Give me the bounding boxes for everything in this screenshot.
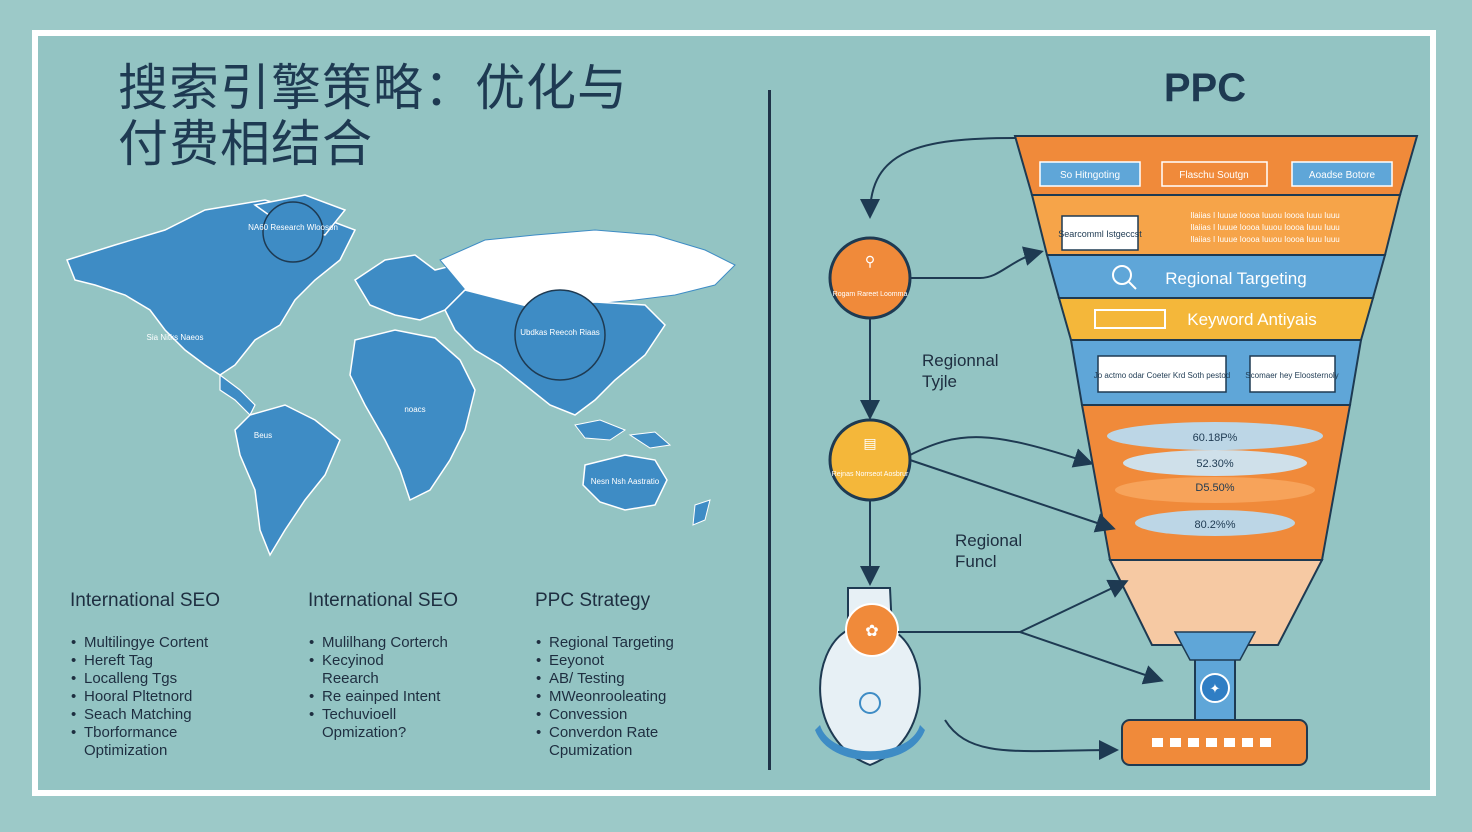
svg-text:✿: ✿ — [865, 623, 878, 640]
percent-label: D5.50% — [1195, 482, 1234, 494]
list-item: Convession — [536, 706, 765, 724]
regional-funnel-label: Regional Funcl — [955, 531, 1023, 571]
funnel-tag-label: Flaschu Soutgn — [1179, 170, 1249, 181]
list-item: Localleng Tgs — [71, 670, 300, 688]
list-item: Re eainped Intent — [309, 688, 538, 706]
regional-targeting-label: Regional Targeting — [1165, 269, 1306, 288]
list-item: Cpumization — [549, 742, 633, 759]
funnel-tag — [1291, 161, 1393, 187]
funnel-small-text: Ilaiias I Iuuue Ioooa Iuuou Ioooa Iuuu I… — [1190, 211, 1339, 220]
arrow-node2-funnel-b — [909, 459, 1116, 533]
node-label: Rogam Rareet Loomma — [833, 291, 908, 298]
funnel-small-text: Ilaiias I Iuuue Ioooa Iuuou Ioooa Iuuu I… — [1190, 223, 1339, 232]
ppc-title: PPC — [1163, 66, 1247, 110]
page-title: 搜索引擎策略：优化与付费相结合 — [118, 59, 628, 173]
arrow-top-loop — [860, 137, 1016, 219]
list-item: Optimization — [84, 742, 168, 759]
column-heading: PPC Strategy — [535, 590, 651, 611]
funnel-layer-bottom — [1108, 559, 1324, 646]
map-label: NA60 Research Wlooson — [248, 223, 338, 232]
funnel-small-text: Ilaiias I Iuuue Ioooa Iuuou Ioooa Iuuu I… — [1190, 235, 1339, 244]
svg-text:✦: ✦ — [1210, 681, 1221, 696]
map-south-america — [234, 404, 341, 557]
map-label: Nesn Nsh Aastratio — [591, 477, 660, 486]
column-international-seo-1: International SEO Multilingye Cortent He… — [70, 590, 300, 760]
node-yellow — [828, 418, 912, 502]
funnel-tag — [1039, 161, 1141, 187]
column-heading: International SEO — [70, 590, 220, 611]
percent-label: 52.30% — [1196, 458, 1234, 470]
list-item: AB/ Testing — [536, 670, 765, 688]
funnel-box-right-text: Scomaer hey Eloosternoly — [1245, 371, 1338, 380]
arrow-flask-base — [944, 719, 1119, 761]
percent-bowl — [1123, 450, 1307, 476]
node-label: Rejnas Norrseot Aosbrur — [832, 471, 909, 478]
percent-label: 60.18P% — [1193, 432, 1238, 444]
regional-type-label: Regionnal Tyjle — [922, 351, 999, 391]
funnel-box-left — [1097, 355, 1227, 393]
map-callout-asia — [514, 289, 606, 381]
list-item: Regional Targeting — [536, 634, 765, 652]
magnifier-icon — [1112, 265, 1132, 285]
map-label: Sia Nitks Naeos — [147, 333, 204, 342]
map-label: Ubdkas Reecoh Riaas — [520, 328, 600, 337]
keyword-bar-icon — [1094, 309, 1166, 329]
list-item: Seach Matching — [71, 706, 300, 724]
world-map: NA60 Research Wlooson Sia Nitks Naeos Ub… — [66, 194, 736, 557]
node-icon: ⚲ — [865, 253, 875, 269]
vertical-divider — [768, 90, 771, 770]
list-item: Kecyinod — [309, 652, 538, 670]
arrow-node2-funnel-a — [909, 436, 1094, 468]
node-icon: ▤ — [863, 435, 876, 451]
list-item: MWeonrooleating — [536, 688, 765, 706]
list-item: Multilingye Cortent — [71, 634, 300, 652]
column-heading: International SEO — [308, 590, 458, 611]
funnel-box-left-text: Jo actmo odar Coeter Krd Soth pestod — [1094, 371, 1231, 380]
list-item: Mulilhang Corterch — [309, 634, 538, 652]
node-orange — [828, 236, 912, 320]
list-item: Reearch — [322, 670, 379, 687]
percent-label: 80.2%% — [1195, 519, 1236, 531]
funnel-tag — [1161, 161, 1268, 187]
list-item: Converdon Rate — [536, 724, 765, 742]
ppc-funnel-diagram: ✦ So Hitngoting Flaschu Soutgn Aoadse Bo… — [815, 135, 1419, 767]
map-australia — [582, 454, 668, 511]
map-callout-na — [262, 201, 324, 263]
list-item: Hereft Tag — [71, 652, 300, 670]
column-ppc-strategy: PPC Strategy Regional Targeting Eeyonot … — [535, 590, 765, 760]
list-item: Hooral Pltetnord — [71, 688, 300, 706]
list-item: Tborformance — [71, 724, 300, 742]
percent-bowl — [1135, 510, 1295, 536]
funnel-tag-label: So Hitngoting — [1060, 170, 1120, 181]
funnel-base-lights — [1152, 738, 1271, 747]
arrow-flask-funnel-b — [1019, 631, 1164, 685]
list-item: Opmization? — [322, 724, 407, 741]
arrow-node1-funnel — [910, 246, 1044, 279]
column-international-seo-2: International SEO Mulilhang Corterch Kec… — [308, 590, 538, 742]
funnel-drop-icon — [1200, 673, 1230, 703]
map-africa — [349, 329, 476, 502]
funnel-note-box — [1061, 215, 1139, 251]
list-item: Eeyonot — [536, 652, 765, 670]
map-label: Beus — [254, 431, 272, 440]
flask-orange-icon — [845, 603, 899, 657]
percent-bowl — [1115, 477, 1315, 503]
funnel-tag-label: Aoadse Botore — [1309, 170, 1376, 181]
percent-bowl — [1107, 422, 1323, 450]
list-item: Techuvioell — [309, 706, 538, 724]
funnel-box-right — [1249, 355, 1336, 393]
keyword-analysis-label: Keyword Antiyais — [1187, 310, 1316, 329]
funnel-note-text: Searcomml Istgeccst — [1058, 229, 1142, 239]
map-label: noacs — [404, 405, 425, 414]
arrow-flask-funnel-a — [898, 579, 1129, 633]
flask-gear-icon — [859, 692, 881, 714]
